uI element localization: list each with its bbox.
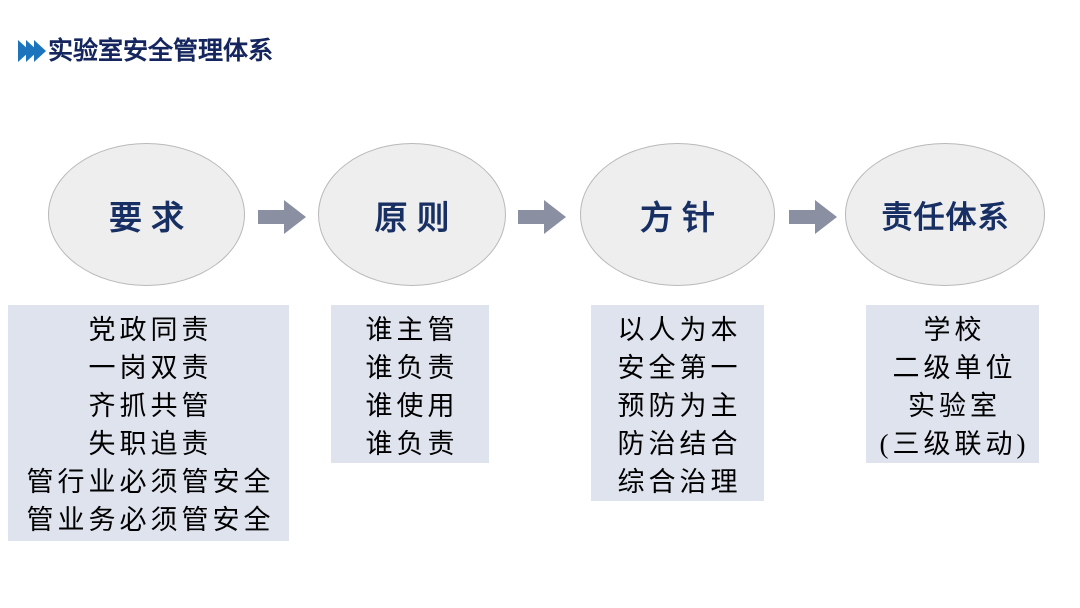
detail-responsibility: 学校 二级单位 实验室 (三级联动) xyxy=(866,305,1039,463)
node-requirement[interactable]: 要求 xyxy=(48,143,245,286)
detail-line: 安全第一 xyxy=(617,353,742,383)
node-policy-label: 方针 xyxy=(640,198,724,236)
arrow-head-icon xyxy=(284,200,306,234)
detail-line: 管行业必须管安全 xyxy=(26,467,275,497)
node-responsibility-label: 责任体系 xyxy=(881,200,1010,235)
detail-line: 以人为本 xyxy=(617,315,742,345)
detail-line: 管业务必须管安全 xyxy=(26,505,275,535)
detail-policy: 以人为本 安全第一 预防为主 防治结合 综合治理 xyxy=(591,305,764,501)
detail-line: 失职追责 xyxy=(88,429,213,459)
detail-line: 谁主管 xyxy=(365,315,459,345)
detail-line: (三级联动) xyxy=(879,429,1030,459)
detail-line: 预防为主 xyxy=(617,391,742,421)
arrow-policy-to-responsibility xyxy=(789,200,837,234)
chevron-group-icon xyxy=(18,40,46,62)
node-principle[interactable]: 原则 xyxy=(318,143,506,286)
detail-principle: 谁主管 谁负责 谁使用 谁负责 xyxy=(331,305,489,463)
detail-line: 谁负责 xyxy=(365,429,459,459)
detail-line: 谁使用 xyxy=(365,391,459,421)
arrow-shaft xyxy=(258,210,286,224)
detail-line: 实验室 xyxy=(908,391,1001,421)
detail-requirement: 党政同责 一岗双责 齐抓共管 失职追责 管行业必须管安全 管业务必须管安全 xyxy=(8,305,289,541)
node-policy[interactable]: 方针 xyxy=(580,143,775,286)
detail-line: 学校 xyxy=(923,315,986,345)
chevron-right-icon xyxy=(34,40,46,62)
detail-line: 二级单位 xyxy=(892,353,1017,383)
arrow-head-icon xyxy=(544,200,566,234)
page-title: 实验室安全管理体系 xyxy=(48,37,274,65)
arrow-principle-to-policy xyxy=(518,200,566,234)
node-responsibility[interactable]: 责任体系 xyxy=(845,143,1045,286)
node-principle-label: 原则 xyxy=(374,198,459,236)
detail-line: 一岗双责 xyxy=(88,353,213,383)
slide-title-row: 实验室安全管理体系 xyxy=(18,34,273,68)
detail-line: 党政同责 xyxy=(88,315,213,345)
arrow-shaft xyxy=(518,210,546,224)
detail-line: 防治结合 xyxy=(617,429,742,459)
node-requirement-label: 要求 xyxy=(109,198,193,236)
arrow-requirement-to-principle xyxy=(258,200,306,234)
arrow-shaft xyxy=(789,210,817,224)
arrow-head-icon xyxy=(815,200,837,234)
detail-line: 齐抓共管 xyxy=(88,391,213,421)
detail-line: 综合治理 xyxy=(617,467,742,497)
detail-line: 谁负责 xyxy=(365,353,459,383)
